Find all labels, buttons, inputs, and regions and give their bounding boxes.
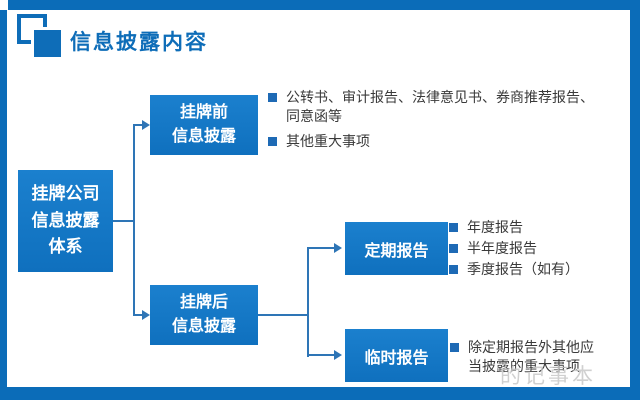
connector-root-horizontal (113, 220, 134, 222)
list-item: 年度报告 (449, 218, 629, 237)
frame-top-bar (8, 0, 640, 10)
bullet-text: 年度报告 (467, 219, 523, 235)
watermark-text: 的记事本 (500, 365, 596, 388)
bullet-square-icon (268, 137, 277, 146)
bullet-text: 其他重大事项 (286, 133, 370, 149)
connector-root-to-pre (135, 124, 143, 126)
frame-right-bar (630, 0, 640, 400)
node-adhoc-report: 临时报告 (345, 329, 448, 382)
list-item: 除定期报告外其他应 当披露的重大事项 (450, 338, 625, 376)
periodic-report-bullet-list: 年度报告 半年度报告 季度报告（如有） (449, 218, 629, 281)
bullet-text: 季度报告（如有） (467, 261, 579, 277)
frame-bottom-bar (0, 387, 640, 400)
bullet-square-icon (449, 223, 458, 232)
node-periodic-report: 定期报告 (345, 222, 448, 275)
frame-left-bar (0, 10, 7, 400)
node-post-listing-disclosure: 挂牌后 信息披露 (150, 285, 258, 345)
title-square-solid-icon (31, 27, 64, 60)
bullet-text: 半年度报告 (467, 240, 537, 256)
list-item: 季度报告（如有） (449, 260, 629, 279)
arrow-to-adhoc-report-icon (334, 350, 342, 360)
connector-root-vertical (133, 124, 135, 316)
connector-post-to-periodic (309, 247, 335, 249)
list-item: 公转书、审计报告、法律意见书、券商推荐报告、 同意函等 (268, 88, 620, 126)
pre-listing-bullet-list: 公转书、审计报告、法律意见书、券商推荐报告、 同意函等 其他重大事项 (268, 88, 620, 157)
connector-post-to-adhoc (309, 354, 335, 356)
connector-post-horizontal (258, 314, 309, 316)
bullet-square-icon (268, 93, 277, 102)
bullet-text: 公转书、审计报告、法律意见书、券商推荐报告、 同意函等 (286, 89, 594, 124)
bullet-square-icon (449, 265, 458, 274)
bullet-square-icon (449, 244, 458, 253)
list-item: 半年度报告 (449, 239, 629, 258)
arrow-to-pre-listing-icon (142, 120, 150, 130)
node-disclosure-system: 挂牌公司 信息披露 体系 (18, 170, 113, 272)
arrow-to-periodic-report-icon (334, 243, 342, 253)
node-pre-listing-disclosure: 挂牌前 信息披露 (150, 95, 258, 155)
list-item: 其他重大事项 (268, 132, 620, 151)
page-title: 信息披露内容 (70, 31, 208, 54)
adhoc-report-bullet-list: 除定期报告外其他应 当披露的重大事项 (450, 338, 625, 382)
connector-post-vertical (307, 247, 309, 357)
arrow-to-post-listing-icon (142, 310, 150, 320)
bullet-square-icon (450, 343, 459, 352)
connector-root-to-post (135, 314, 143, 316)
bullet-text: 除定期报告外其他应 当披露的重大事项 (468, 339, 594, 374)
